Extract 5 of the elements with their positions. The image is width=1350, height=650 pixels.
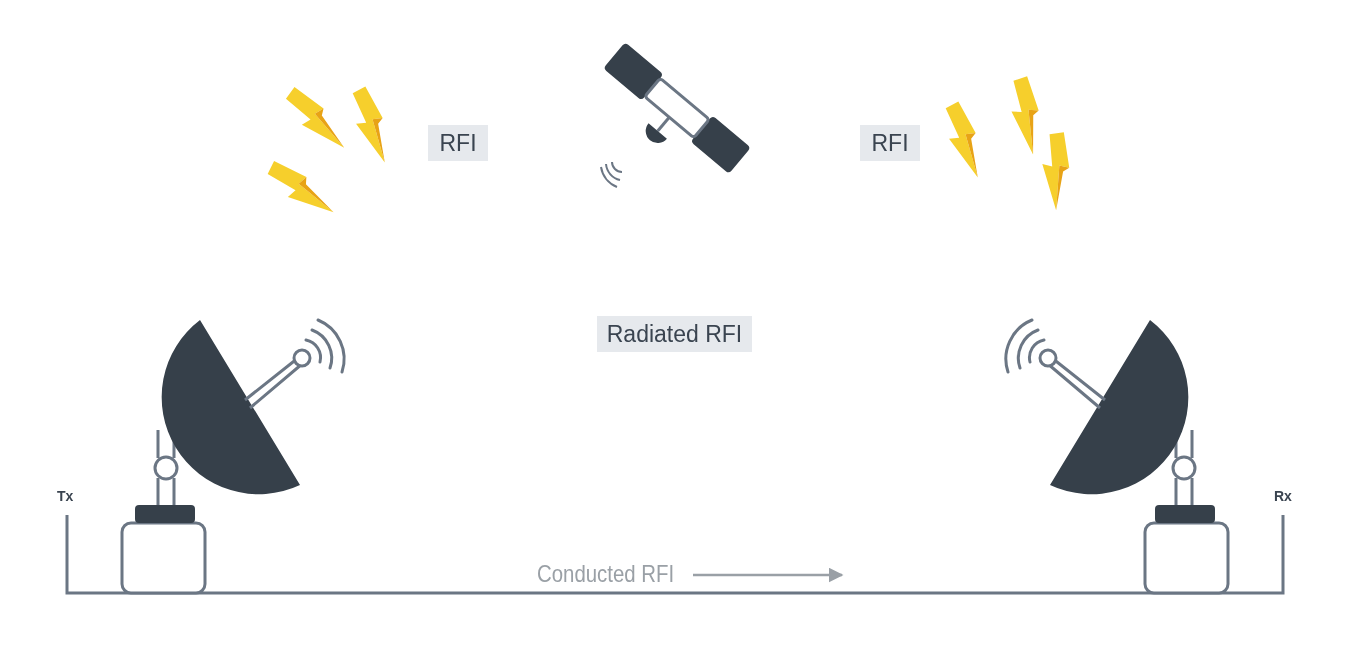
label-tag: RFI — [428, 125, 488, 161]
end-label: Tx — [57, 488, 74, 504]
label-tag: RFI — [860, 125, 920, 161]
end-label: Rx — [1274, 488, 1292, 504]
label-tag: Radiated RFI — [597, 316, 752, 352]
